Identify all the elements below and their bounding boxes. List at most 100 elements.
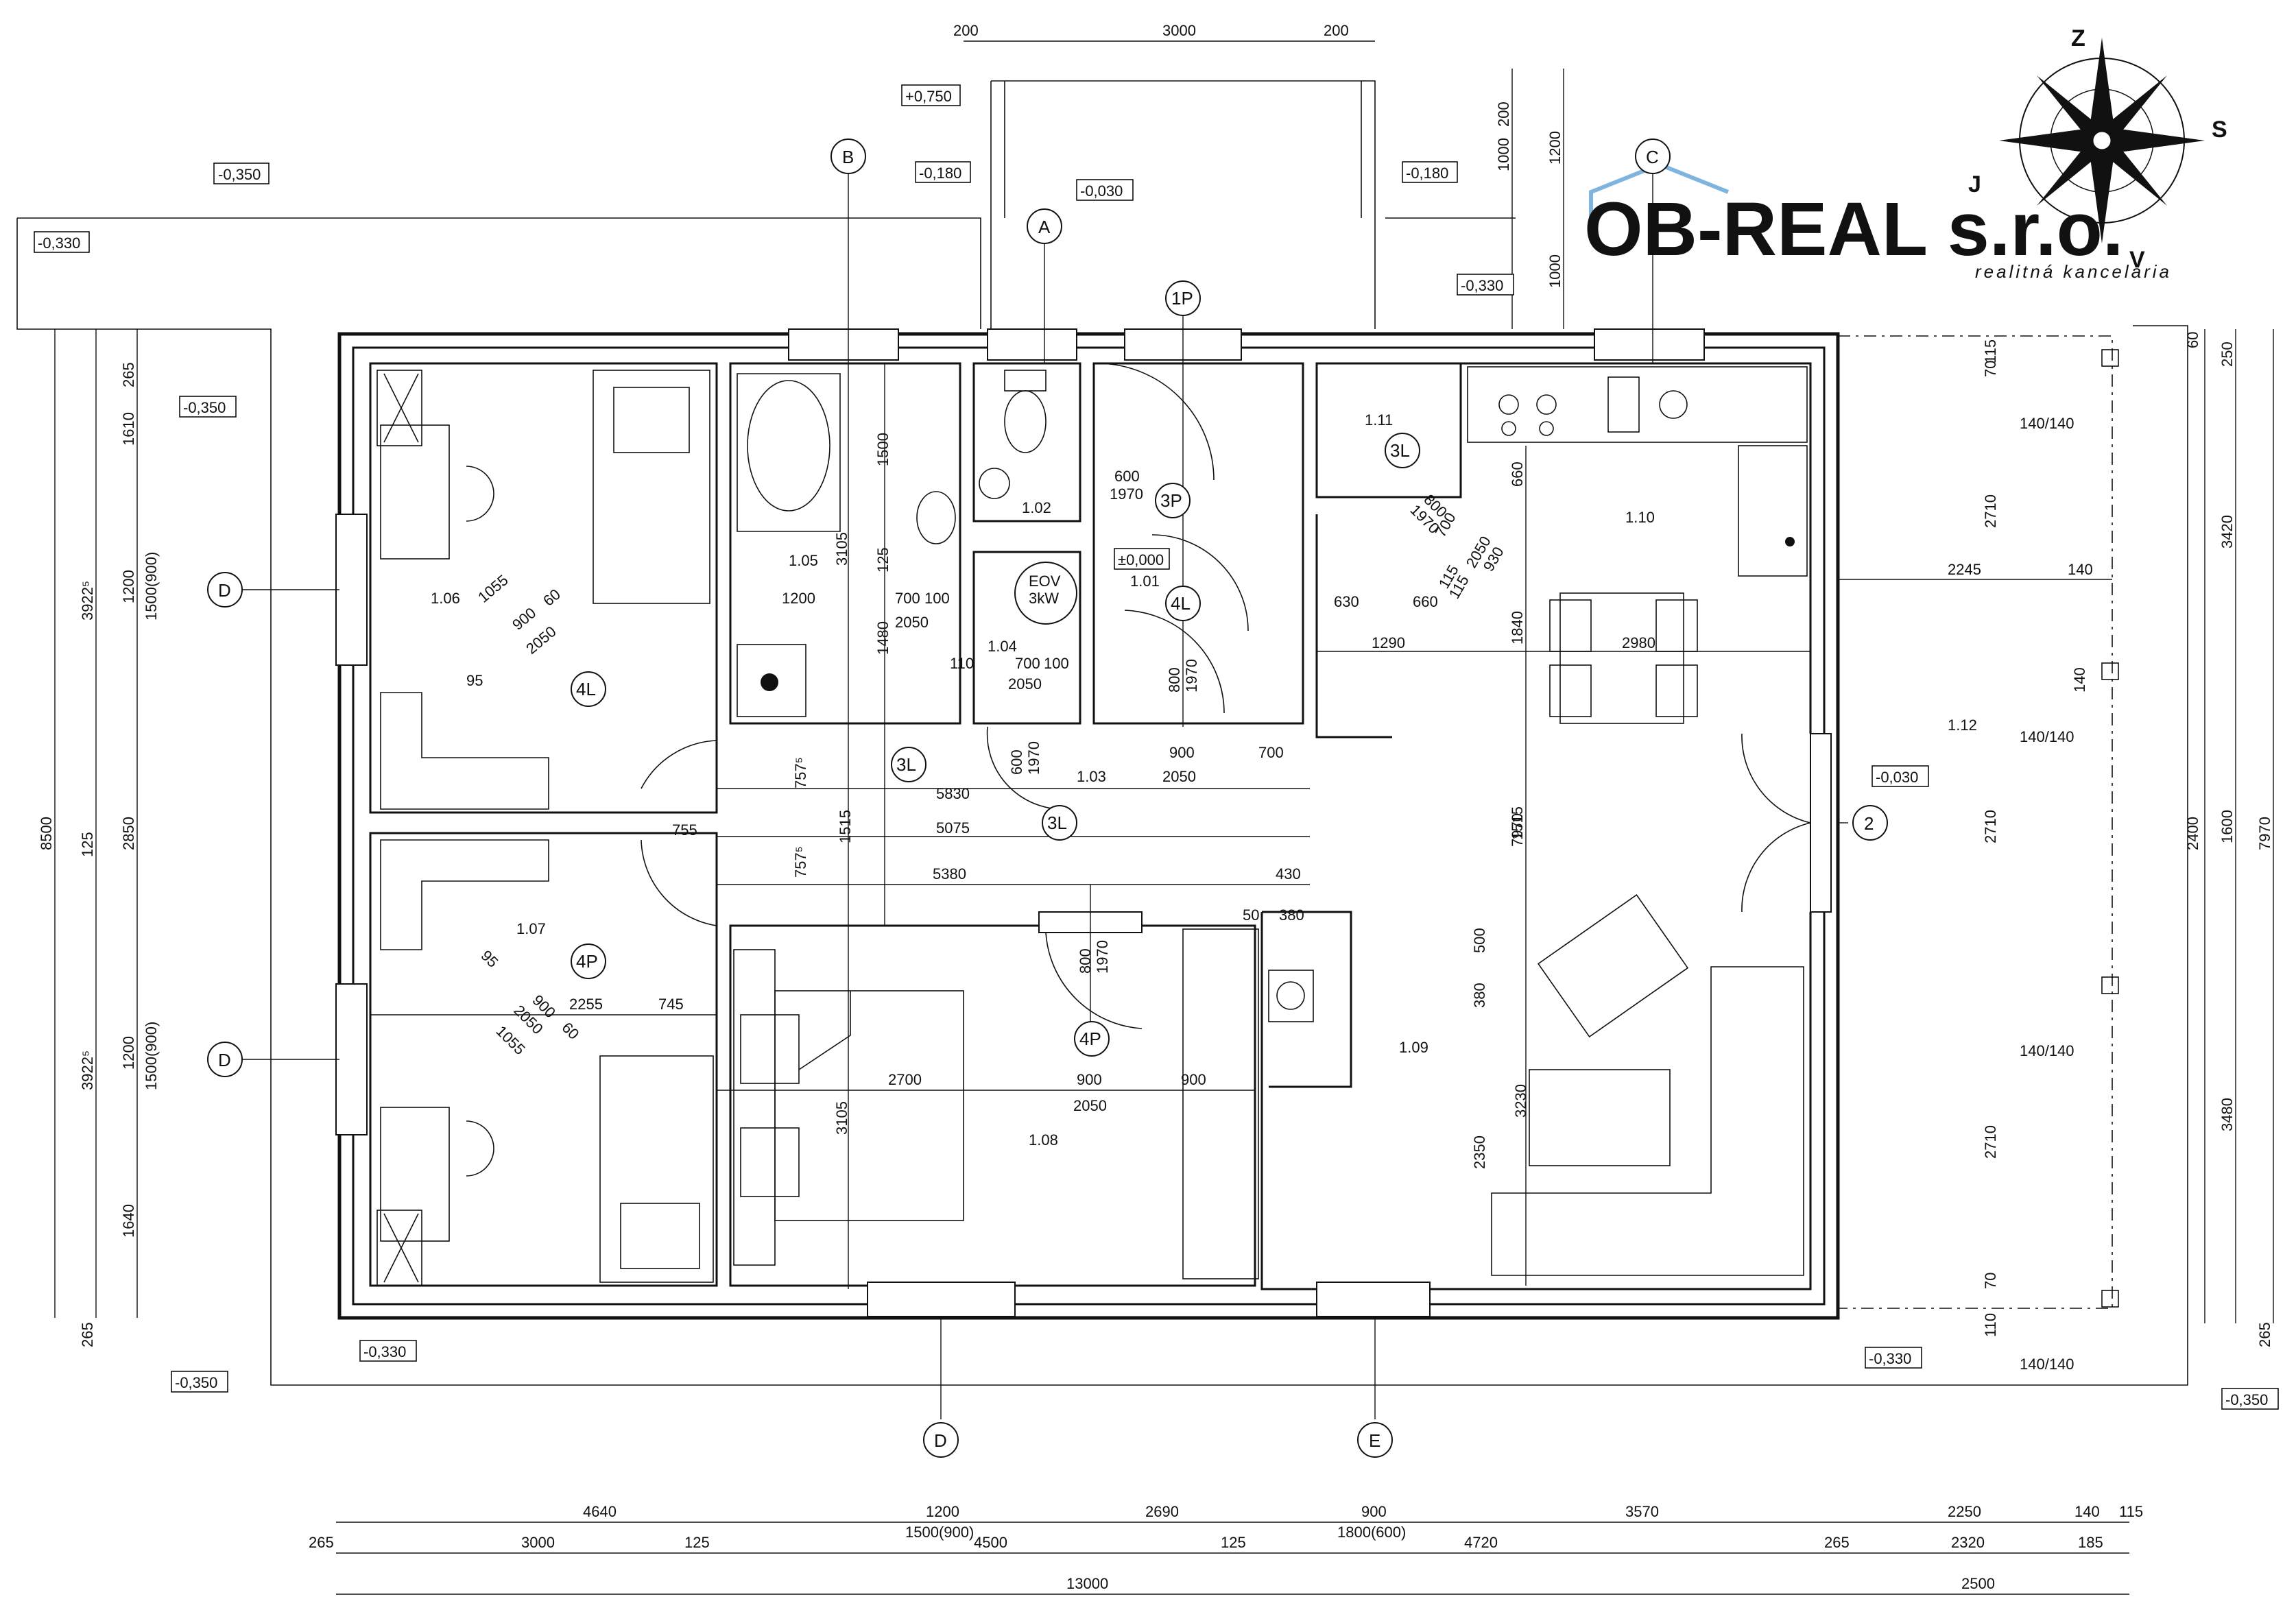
dim-label: 4640 bbox=[583, 1503, 617, 1520]
dim-label: 3230 bbox=[1512, 1084, 1529, 1118]
dim-label: 100 bbox=[1044, 655, 1069, 672]
level-mark: +0,750 bbox=[905, 88, 952, 105]
dim-label: 140 bbox=[2071, 667, 2088, 693]
dim-label: 2710 bbox=[1982, 810, 1999, 843]
axis-label: 3P bbox=[1160, 490, 1182, 511]
dim-label: 757⁵ bbox=[792, 846, 809, 878]
dim-label: 1500(900) bbox=[143, 552, 160, 621]
eov-label: EOV bbox=[1029, 573, 1061, 590]
dim-label: 125 bbox=[874, 547, 892, 573]
dim-label: 660 bbox=[1509, 461, 1526, 487]
dim-label: 1970 bbox=[1094, 940, 1111, 974]
dim-label: 4500 bbox=[974, 1534, 1007, 1551]
level-mark: -0,330 bbox=[363, 1343, 406, 1360]
dim-label: 600 bbox=[1008, 749, 1025, 775]
dim-label: 60 bbox=[558, 1019, 582, 1043]
dim-label: 60 bbox=[2184, 332, 2201, 348]
dim-label: 2050 bbox=[895, 614, 929, 631]
axis-label: A bbox=[1038, 217, 1051, 237]
dim-label: 7970 bbox=[1509, 813, 1526, 847]
axis-label: C bbox=[1646, 147, 1659, 167]
dim-label: 1515 bbox=[1509, 806, 1526, 840]
dim-label: 900 bbox=[1169, 744, 1195, 761]
axis-label: B bbox=[842, 147, 854, 167]
dim-label: 2710 bbox=[1982, 494, 1999, 528]
dim-label: 125 bbox=[684, 1534, 710, 1551]
logo-text: OB-REAL s.r.o. bbox=[1584, 187, 2123, 272]
dim-label: 140/140 bbox=[2020, 1356, 2074, 1373]
room-label: 1.11 bbox=[1365, 411, 1393, 429]
dim-label: 3570 bbox=[1625, 1503, 1659, 1520]
dim-label: 630 bbox=[1334, 593, 1359, 610]
dim-label: 100 bbox=[924, 590, 950, 607]
dim-label: 2850 bbox=[120, 817, 137, 850]
level-marks: +0,750 -0,350 -0,330 -0,180 -0,030 -0,18… bbox=[34, 84, 2279, 1410]
dim-label: 1970 bbox=[1025, 741, 1042, 775]
dim-label: 115 bbox=[1982, 339, 1999, 363]
level-mark: -0,350 bbox=[183, 399, 226, 416]
dim-label: 265 bbox=[2256, 1322, 2273, 1347]
dim-label: 1610 bbox=[120, 412, 137, 446]
dim-label: 8500 bbox=[38, 817, 55, 850]
dim-label: 1200 bbox=[120, 1036, 137, 1070]
dim-label: 200 bbox=[1324, 22, 1349, 39]
dim-label: 1200 bbox=[926, 1503, 959, 1520]
dim-label: 2050 bbox=[1073, 1097, 1107, 1114]
plinth-outline bbox=[16, 80, 2188, 1386]
dim-label: 430 bbox=[1276, 865, 1301, 882]
walls bbox=[337, 332, 1840, 1320]
dim-label: 70 bbox=[1982, 361, 1999, 377]
compass-z: Z bbox=[2071, 25, 2085, 51]
dim-label: 2710 bbox=[1982, 1125, 1999, 1159]
furniture bbox=[376, 349, 2119, 1308]
dim-label: 110 bbox=[1982, 1313, 1999, 1337]
door-swings bbox=[641, 363, 1811, 1029]
dim-label: 110 bbox=[950, 655, 974, 672]
dim-label: 200 bbox=[953, 22, 979, 39]
dim-label: 700 bbox=[895, 590, 920, 607]
axis-label: 2 bbox=[1864, 813, 1874, 834]
dim-label: 140/140 bbox=[2020, 1042, 2074, 1059]
level-mark: -0,350 bbox=[175, 1374, 217, 1391]
grid-axis-lines bbox=[240, 171, 1848, 1419]
room-label: 1.01 bbox=[1130, 573, 1160, 590]
dim-label: 755 bbox=[672, 821, 697, 839]
dim-label: 2250 bbox=[1948, 1503, 1981, 1520]
dim-label: 500 bbox=[1471, 928, 1488, 953]
room-label: 1.08 bbox=[1029, 1131, 1058, 1149]
dim-label: 1970 bbox=[1110, 485, 1143, 503]
dim-label: 757⁵ bbox=[792, 757, 809, 789]
dim-label: 3105 bbox=[833, 1101, 850, 1135]
dim-label: 140/140 bbox=[2020, 728, 2074, 745]
level-mark: -0,330 bbox=[1461, 277, 1503, 294]
dim-label: 115 bbox=[2119, 1503, 2143, 1520]
dim-label: 800 bbox=[1166, 667, 1183, 693]
dim-label: 1055 bbox=[475, 571, 512, 606]
room-label: 1.09 bbox=[1399, 1039, 1428, 1056]
dim-label: 2245 bbox=[1948, 561, 1981, 578]
dim-label: 2500 bbox=[1961, 1575, 1995, 1592]
dim-label: 1640 bbox=[120, 1204, 137, 1238]
dim-label: 125 bbox=[79, 832, 96, 857]
windows bbox=[335, 328, 1832, 1317]
dim-label: 3480 bbox=[2219, 1098, 2236, 1131]
axis-label: 1P bbox=[1171, 288, 1193, 309]
dim-label: 2050 bbox=[523, 623, 560, 658]
dim-label: 50 bbox=[1243, 906, 1259, 924]
dim-label: 13000 bbox=[1066, 1575, 1108, 1592]
dim-label: 1970 bbox=[1183, 659, 1200, 693]
axis-label: 3L bbox=[1047, 813, 1067, 833]
company-logo: OB-REAL s.r.o. realitná kancelária bbox=[1584, 162, 2169, 282]
axis-markers: A B C 1P D D D E 2 3P 4L 4L 4P 4P 3L 3L … bbox=[207, 139, 1888, 1458]
axis-label: 3L bbox=[896, 754, 916, 775]
dim-label: 70 bbox=[1982, 1273, 1999, 1289]
dim-label: 5830 bbox=[936, 785, 970, 802]
level-mark: -0,330 bbox=[1869, 1350, 1911, 1367]
dim-label: 140/140 bbox=[2020, 415, 2074, 432]
dim-label: 900 bbox=[509, 604, 539, 634]
dim-label: 3000 bbox=[521, 1534, 555, 1551]
dim-label: 1200 bbox=[120, 570, 137, 603]
level-mark: -0,330 bbox=[38, 235, 80, 252]
room-label: 1.02 bbox=[1022, 499, 1051, 516]
